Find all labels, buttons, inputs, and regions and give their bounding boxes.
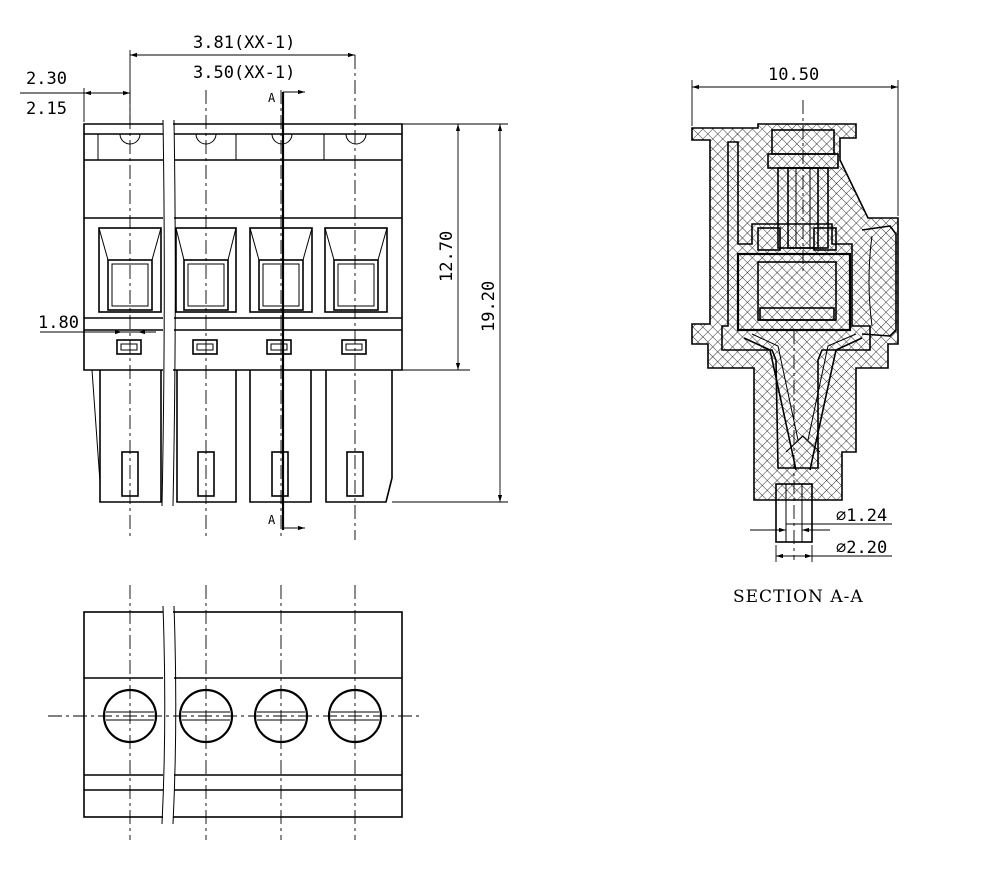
section-view: 10.50 ⌀1.24 ⌀2.20 SECTION A-A	[691, 65, 899, 607]
section-caption: SECTION A-A	[733, 587, 864, 607]
section-width-dimension: 10.50	[768, 65, 819, 85]
span-dimension: 3.50(XX-1)	[193, 63, 295, 83]
section-housing	[691, 123, 899, 501]
break-line-right	[172, 119, 176, 507]
front-body-outline	[83, 123, 403, 371]
break-line-left	[161, 119, 165, 507]
wire-entry-4	[324, 227, 388, 313]
body-height-dimension: 12.70	[437, 231, 457, 282]
front-view: A A 3.81(XX-1) 3.50(XX-1) 2.30 2.15 1.80…	[20, 33, 508, 540]
pin-diameter-outer: ⌀2.20	[836, 538, 887, 558]
break-gap	[163, 118, 173, 508]
pin-width-dimension: 1.80	[38, 313, 79, 333]
pitch-dimension: 3.81(XX-1)	[193, 33, 295, 53]
section-marker-top: A	[268, 91, 276, 105]
section-marker-bottom: A	[268, 513, 276, 527]
pin-housings	[91, 369, 393, 503]
edge-offset-upper: 2.30	[26, 69, 67, 89]
top-view	[48, 585, 420, 840]
pin-diameter-inner: ⌀1.24	[836, 506, 887, 526]
edge-offset-lower: 2.15	[26, 99, 67, 119]
overall-height-dimension: 19.20	[479, 281, 499, 332]
